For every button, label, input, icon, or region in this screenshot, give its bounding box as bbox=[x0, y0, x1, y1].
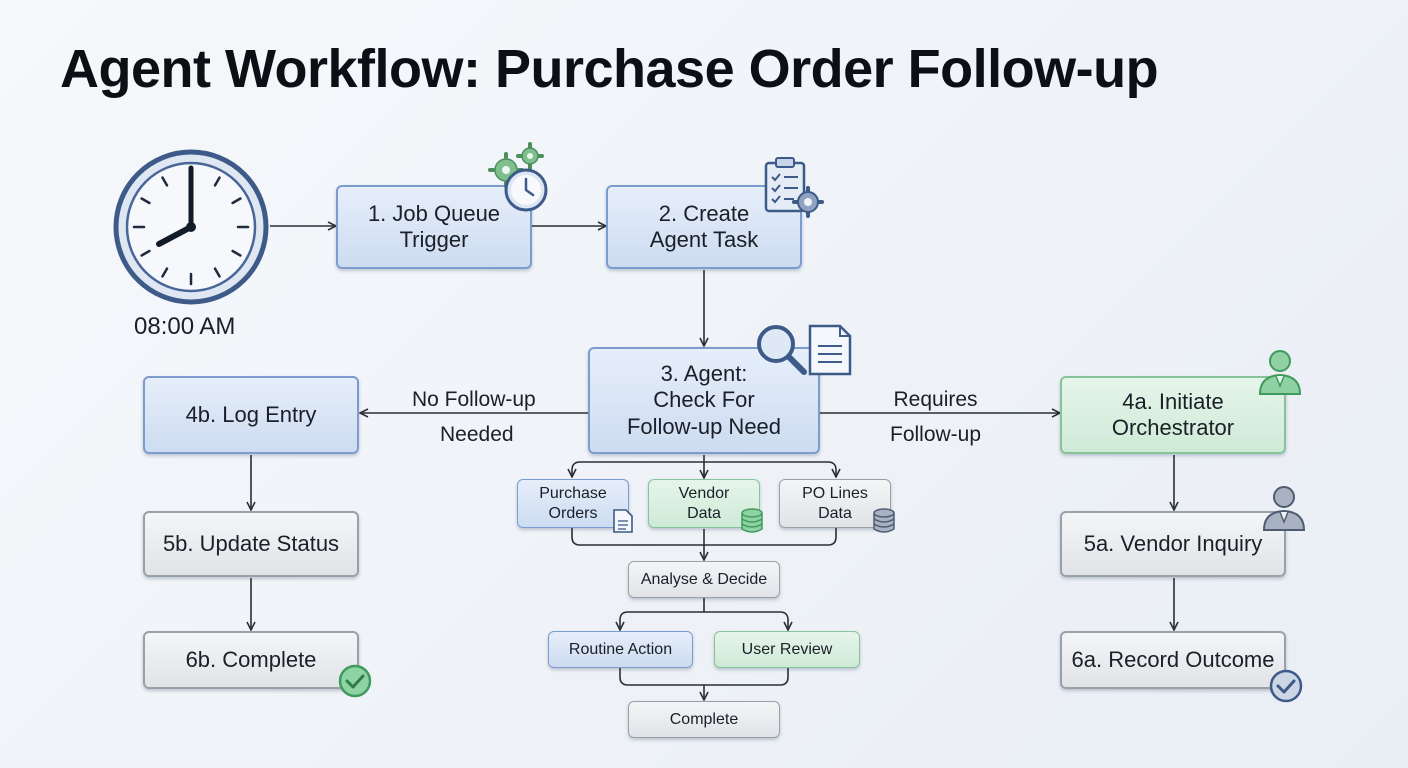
node-label: Data bbox=[818, 504, 852, 522]
node-label: 5b. Update Status bbox=[162, 530, 340, 556]
node-label: Follow-up Need bbox=[626, 413, 782, 439]
node-label: Agent Task bbox=[649, 227, 759, 252]
node-label: Routine Action bbox=[568, 640, 673, 658]
magnifier-document-icon bbox=[757, 324, 852, 376]
clock-time-label: 08:00 AM bbox=[134, 313, 236, 340]
node-label: 2. Create bbox=[658, 200, 750, 226]
gears-clock-icon bbox=[488, 142, 548, 212]
routine-action-node[interactable]: Routine Action bbox=[548, 631, 693, 668]
check-badge-icon bbox=[338, 664, 372, 698]
node-label: Analyse & Decide bbox=[640, 570, 768, 588]
node-label: Orchestrator bbox=[1111, 415, 1235, 440]
database-icon bbox=[741, 508, 763, 533]
record-outcome-node[interactable]: 6a. Record Outcome bbox=[1060, 631, 1286, 689]
node-label: 4b. Log Entry bbox=[185, 401, 317, 427]
complete-node[interactable]: Complete bbox=[628, 701, 780, 738]
node-label: Complete bbox=[669, 710, 739, 728]
clock-icon bbox=[113, 149, 269, 305]
node-label: PO Lines bbox=[802, 485, 868, 503]
node-label: 6b. Complete bbox=[185, 646, 317, 672]
person-icon bbox=[1262, 486, 1306, 531]
user-review-node[interactable]: User Review bbox=[714, 631, 860, 668]
database-icon bbox=[873, 508, 895, 533]
check-badge-icon bbox=[1269, 669, 1303, 703]
person-icon bbox=[1258, 350, 1302, 395]
po-lines-data-node[interactable]: PO Lines Data bbox=[779, 479, 891, 528]
clipboard-gear-icon bbox=[764, 157, 824, 218]
log-entry-node[interactable]: 4b. Log Entry bbox=[143, 376, 359, 454]
vendor-inquiry-node[interactable]: 5a. Vendor Inquiry bbox=[1060, 511, 1286, 577]
check-followup-need-node[interactable]: 3. Agent: Check For Follow-up Need bbox=[588, 347, 820, 454]
initiate-orchestrator-node[interactable]: 4a. Initiate Orchestrator bbox=[1060, 376, 1286, 454]
complete-b-node[interactable]: 6b. Complete bbox=[143, 631, 359, 689]
node-label: 4a. Initiate bbox=[1122, 388, 1224, 414]
no-followup-label: No Follow-up Needed bbox=[412, 388, 536, 446]
node-label: 5a. Vendor Inquiry bbox=[1083, 530, 1263, 556]
page-title: Agent Workflow: Purchase Order Follow-up bbox=[60, 39, 1159, 99]
node-label: 6a. Record Outcome bbox=[1071, 646, 1275, 672]
node-label: User Review bbox=[741, 640, 833, 658]
purchase-orders-node[interactable]: Purchase Orders bbox=[517, 479, 629, 528]
node-label: 3. Agent: bbox=[660, 360, 748, 386]
requires-followup-label: Requires Follow-up bbox=[890, 388, 982, 446]
update-status-node[interactable]: 5b. Update Status bbox=[143, 511, 359, 577]
document-icon bbox=[613, 509, 633, 533]
node-label: Trigger bbox=[399, 227, 469, 252]
node-label: 1. Job Queue bbox=[367, 200, 501, 226]
analyse-decide-node[interactable]: Analyse & Decide bbox=[628, 561, 780, 598]
job-queue-trigger-node[interactable]: 1. Job Queue Trigger bbox=[336, 185, 532, 269]
node-label: Check For bbox=[653, 387, 755, 413]
node-label: Data bbox=[687, 504, 721, 522]
node-label: Purchase bbox=[539, 485, 607, 503]
node-label: Vendor bbox=[678, 485, 730, 503]
node-label: Orders bbox=[548, 504, 598, 522]
